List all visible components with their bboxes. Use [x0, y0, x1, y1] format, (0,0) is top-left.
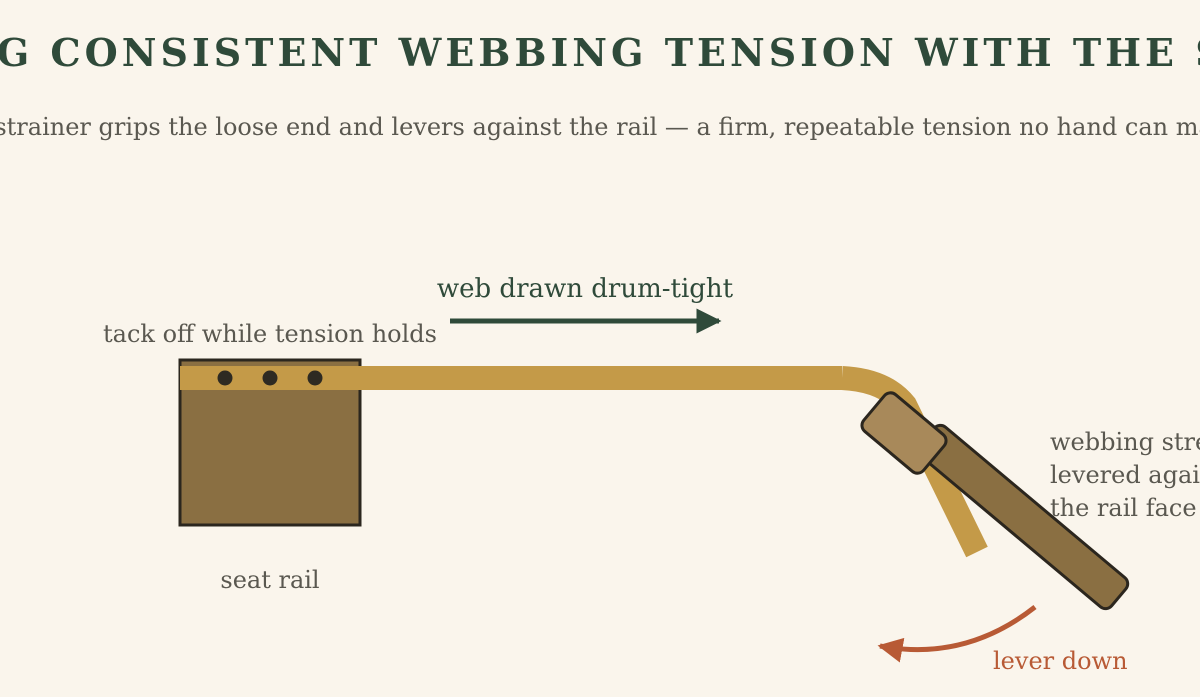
tack [262, 370, 278, 386]
lever-arrow-label: lever down [993, 647, 1128, 675]
stretcher-note-line1: webbing stretcher [1050, 428, 1200, 456]
seat-rail-label: seat rail [220, 566, 319, 594]
tack [307, 370, 323, 386]
page-title: STRETCHING CONSISTENT WEBBING TENSION WI… [0, 30, 1200, 75]
tack [217, 370, 233, 386]
webbing-strip [180, 366, 842, 390]
stretcher-note-line2: levered against [1050, 461, 1200, 489]
tension-arrow-label: web drawn drum-tight [437, 274, 734, 304]
page-subtitle: The strainer grips the loose end and lev… [0, 113, 1200, 141]
tack-note: tack off while tension holds [103, 320, 437, 348]
lever-arrow [877, 605, 1037, 663]
webbing-stretcher-tool [860, 391, 1130, 611]
stretcher-note-line3: the rail face [1050, 494, 1197, 522]
stretcher-head [860, 391, 948, 475]
